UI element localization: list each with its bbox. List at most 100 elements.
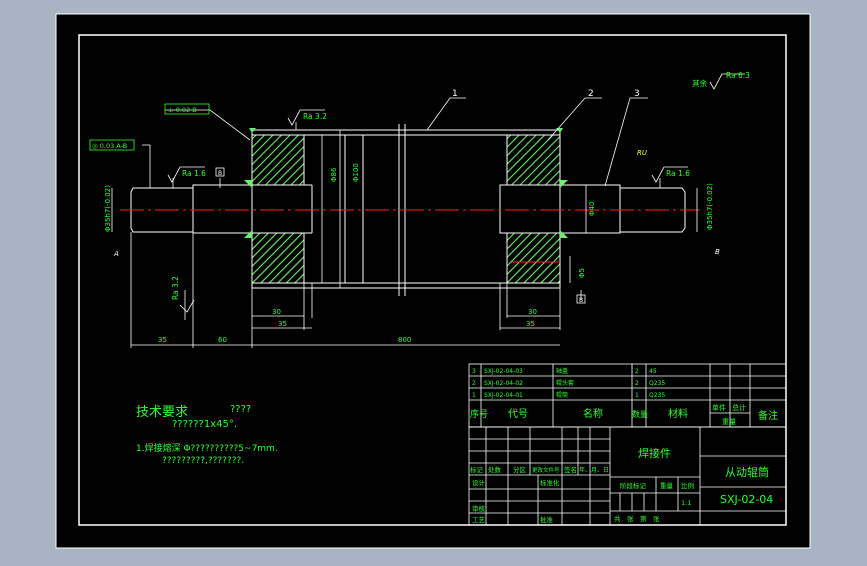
svg-text:3: 3 <box>472 368 476 375</box>
dimension-labels: 35 60 30 35 800 30 35 Φ35h7(-0.02) Φ35h7… <box>104 163 714 344</box>
datum-boxes: B B <box>215 167 586 304</box>
sheet-outer-border <box>55 13 811 549</box>
datum-a-label: A <box>113 250 119 258</box>
title-block-text: 焊接件 从动辊筒 SXJ-02-04 标记 处数 分区 更改文件号 签名 年、月… <box>470 446 773 524</box>
datum-b-label: B <box>715 248 720 256</box>
weld-note-ru: RU <box>637 149 647 157</box>
notes-line-2: 1.焊接熔深 Φ??????????5~7mm. <box>136 442 278 454</box>
svg-text:1: 1 <box>635 392 639 399</box>
svg-text:阶段标记: 阶段标记 <box>620 481 647 490</box>
roughness-left-hub: Ra 3.2 <box>303 112 327 121</box>
right-shaft-journal <box>560 184 621 234</box>
svg-text:SXJ-02-04-01: SXJ-02-04-01 <box>484 392 523 399</box>
svg-text:材料: 材料 <box>668 407 688 420</box>
tolerance-frame-left: ◎ 0.03 A-B <box>89 139 135 151</box>
dim-800: 800 <box>398 336 411 344</box>
svg-text:工艺: 工艺 <box>472 516 486 524</box>
roughness-top-right: Ra 6.3 <box>726 71 750 80</box>
dim-60: 60 <box>218 336 227 344</box>
drawing-sheet <box>56 14 810 548</box>
part-callouts: 1 2 3 A B <box>113 89 720 258</box>
svg-text:审核: 审核 <box>472 504 486 513</box>
svg-text:签名: 签名 <box>564 465 577 474</box>
svg-text:B: B <box>579 297 583 304</box>
svg-text:共 张 第 张: 共 张 第 张 <box>614 514 660 523</box>
dim-35-left: 35 <box>158 336 167 344</box>
part-name: 从动辊筒 <box>725 465 769 479</box>
dim-right-end-dia: Φ35h7(-0.02) <box>706 183 714 230</box>
svg-text:轴盖: 轴盖 <box>556 367 568 375</box>
svg-text:Q235: Q235 <box>649 380 665 387</box>
svg-text:2: 2 <box>635 380 639 387</box>
svg-text:辊头套: 辊头套 <box>556 379 574 387</box>
svg-text:◎ 0.03 A-B: ◎ 0.03 A-B <box>92 142 127 150</box>
left-hub-lower-section <box>251 232 305 284</box>
svg-text:标准化: 标准化 <box>540 478 560 487</box>
scale-value: 1:1 <box>681 499 691 507</box>
roughness-left-shaft: Ra 1.6 <box>182 169 206 178</box>
svg-text:SXJ-02-04-02: SXJ-02-04-02 <box>484 380 523 387</box>
bom-row: 2 SXJ-02-04-02 辊头套 2 Q235 <box>472 379 665 387</box>
svg-text:重量: 重量 <box>722 418 736 426</box>
svg-text:45: 45 <box>649 368 657 375</box>
technical-requirements: 技术要求 ???? ??????1x45°. 1.焊接熔深 Φ?????????… <box>136 404 278 466</box>
dim-left-end-dia: Φ35h7(-0.02) <box>104 185 112 232</box>
weldment-label: 焊接件 <box>638 446 671 460</box>
notes-title: 技术要求 <box>136 405 188 420</box>
svg-text:标记: 标记 <box>470 465 484 474</box>
dim-small-hole: Φ5 <box>578 268 586 278</box>
right-hub-bore <box>499 184 507 234</box>
svg-text:SXJ-02-04-03: SXJ-02-04-03 <box>484 368 523 375</box>
svg-text:处数: 处数 <box>488 465 502 474</box>
svg-text:Q235: Q235 <box>649 392 665 399</box>
svg-text:序号: 序号 <box>470 408 488 420</box>
svg-text:备注: 备注 <box>758 409 778 422</box>
roughness-left-bottom: Ra 3.2 <box>171 276 180 300</box>
bom-rows: 3 SXJ-02-04-03 轴盖 2 45 2 SXJ-02-04-02 辊头… <box>472 367 665 399</box>
drawing-frame <box>78 34 787 526</box>
left-shaft-journal <box>192 184 252 234</box>
svg-text:2: 2 <box>635 368 639 375</box>
svg-text:B: B <box>218 170 222 177</box>
title-block-grid <box>468 426 787 526</box>
left-hub-upper-section <box>251 134 305 186</box>
svg-text:2: 2 <box>472 380 476 387</box>
right-hub-upper-section <box>506 134 561 186</box>
svg-text:比例: 比例 <box>681 481 694 490</box>
notes-line-3: ?????????,???????. <box>162 456 244 466</box>
dim-right-shaft-dia: Φ40 <box>588 202 596 216</box>
roughness-other-prefix: 其余 <box>692 78 707 88</box>
roughness-right-shaft: Ra 1.6 <box>666 169 690 178</box>
svg-text:1: 1 <box>472 392 476 399</box>
notes-title-question: ???? <box>230 404 251 415</box>
svg-text:数量: 数量 <box>632 409 648 419</box>
svg-text:名称: 名称 <box>583 407 603 420</box>
svg-text:设计: 设计 <box>472 478 486 487</box>
dim-hub-dia: Φ86 <box>330 167 338 182</box>
svg-text:总计: 总计 <box>732 403 746 412</box>
bom-row: 3 SXJ-02-04-03 轴盖 2 45 <box>472 367 657 375</box>
leader-lines <box>142 97 661 320</box>
svg-text:单件: 单件 <box>712 403 726 412</box>
dim-30-right: 30 <box>528 308 537 316</box>
dim-35-hub-right: 35 <box>526 320 535 328</box>
dim-35-hub-left: 35 <box>278 320 287 328</box>
bom-row: 1 SXJ-02-04-01 辊筒 1 Q235 <box>472 391 665 399</box>
callout-2: 2 <box>588 89 594 99</box>
dim-30-left: 30 <box>272 308 281 316</box>
callout-3: 3 <box>634 89 640 99</box>
bom-header: 序号 代号 名称 数量 材料 单件 总计 重量 备注 <box>470 403 778 426</box>
notes-line-1: ??????1x45°. <box>172 419 237 430</box>
svg-text:分区: 分区 <box>513 465 527 474</box>
drawing-number: SXJ-02-04 <box>720 493 773 506</box>
roughness-symbols <box>167 73 745 313</box>
svg-text:年、月、日: 年、月、日 <box>579 466 609 474</box>
right-hub-lower-section <box>506 232 561 284</box>
svg-text:辊筒: 辊筒 <box>556 391 568 399</box>
svg-text:重量: 重量 <box>660 482 674 490</box>
roller-assembly <box>130 124 686 296</box>
roughness-labels: 其余 Ra 6.3 Ra 3.2 Ra 1.6 Ra 1.6 Ra 3.2 <box>171 71 750 300</box>
tolerance-frame-top: ⊥ 0.02 B <box>164 103 210 115</box>
